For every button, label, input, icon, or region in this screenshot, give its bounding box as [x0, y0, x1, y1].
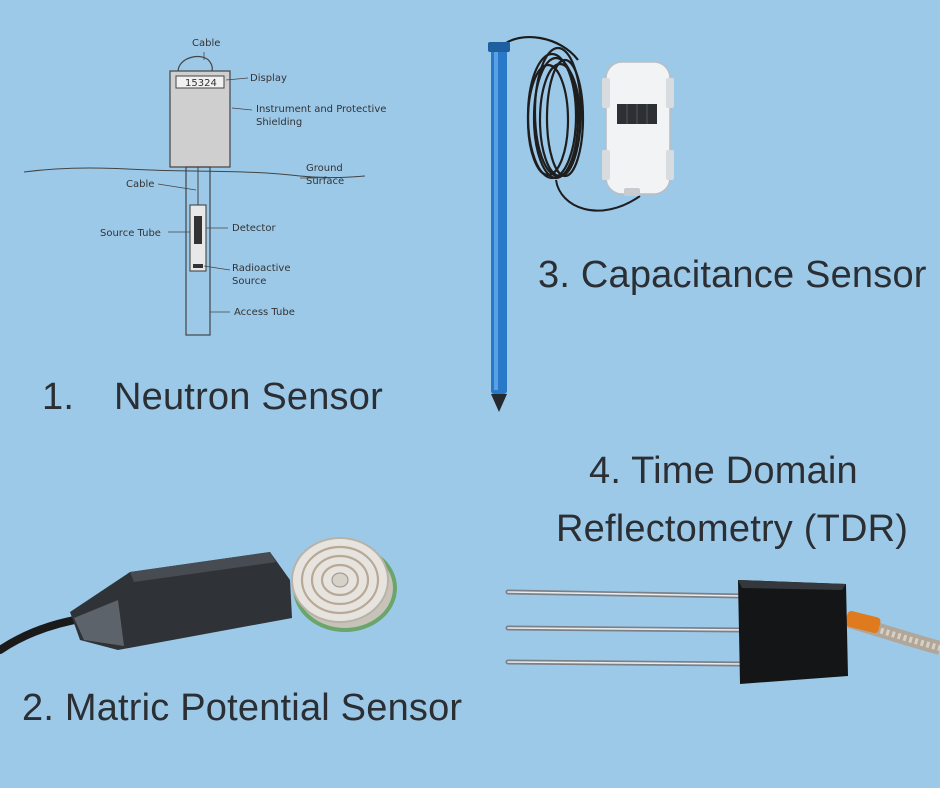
matric-body — [70, 552, 292, 650]
label-cable-side: Cable — [126, 179, 154, 190]
label-detector: Detector — [232, 223, 276, 234]
label-radioactive-2: Source — [232, 276, 266, 287]
cable-coil — [526, 46, 585, 180]
label-access-tube: Access Tube — [234, 307, 295, 318]
label-cable-top: Cable — [192, 38, 220, 49]
probe-cap — [488, 42, 510, 52]
radioactive-source — [193, 264, 203, 268]
label-radioactive-1: Radioactive — [232, 263, 291, 274]
tdr-head — [738, 580, 848, 684]
caption-capacitance: 3. Capacitance Sensor — [538, 254, 927, 296]
label-instrument-2: Shielding — [256, 117, 302, 128]
caption-neutron-number: 1. — [42, 376, 75, 418]
ground-line — [23, 167, 366, 179]
caption-neutron: Neutron Sensor — [114, 376, 383, 418]
label-ground-1: Ground — [306, 163, 343, 174]
caption-tdr-line2: Reflectometry (TDR) — [556, 508, 909, 550]
label-ground-2: Surface — [306, 176, 344, 187]
caption-tdr-line1: 4. Time Domain — [589, 450, 858, 492]
label-source-tube: Source Tube — [100, 228, 161, 239]
display-window — [175, 75, 225, 89]
tdr-orange-connector — [845, 610, 881, 634]
caption-matric: 2. Matric Potential Sensor — [22, 687, 463, 729]
display-value: 15324 — [185, 78, 217, 89]
label-instrument-1: Instrument and Protective — [256, 104, 386, 115]
detector — [194, 216, 202, 244]
label-display: Display — [250, 73, 287, 84]
probe-tip — [491, 394, 507, 412]
